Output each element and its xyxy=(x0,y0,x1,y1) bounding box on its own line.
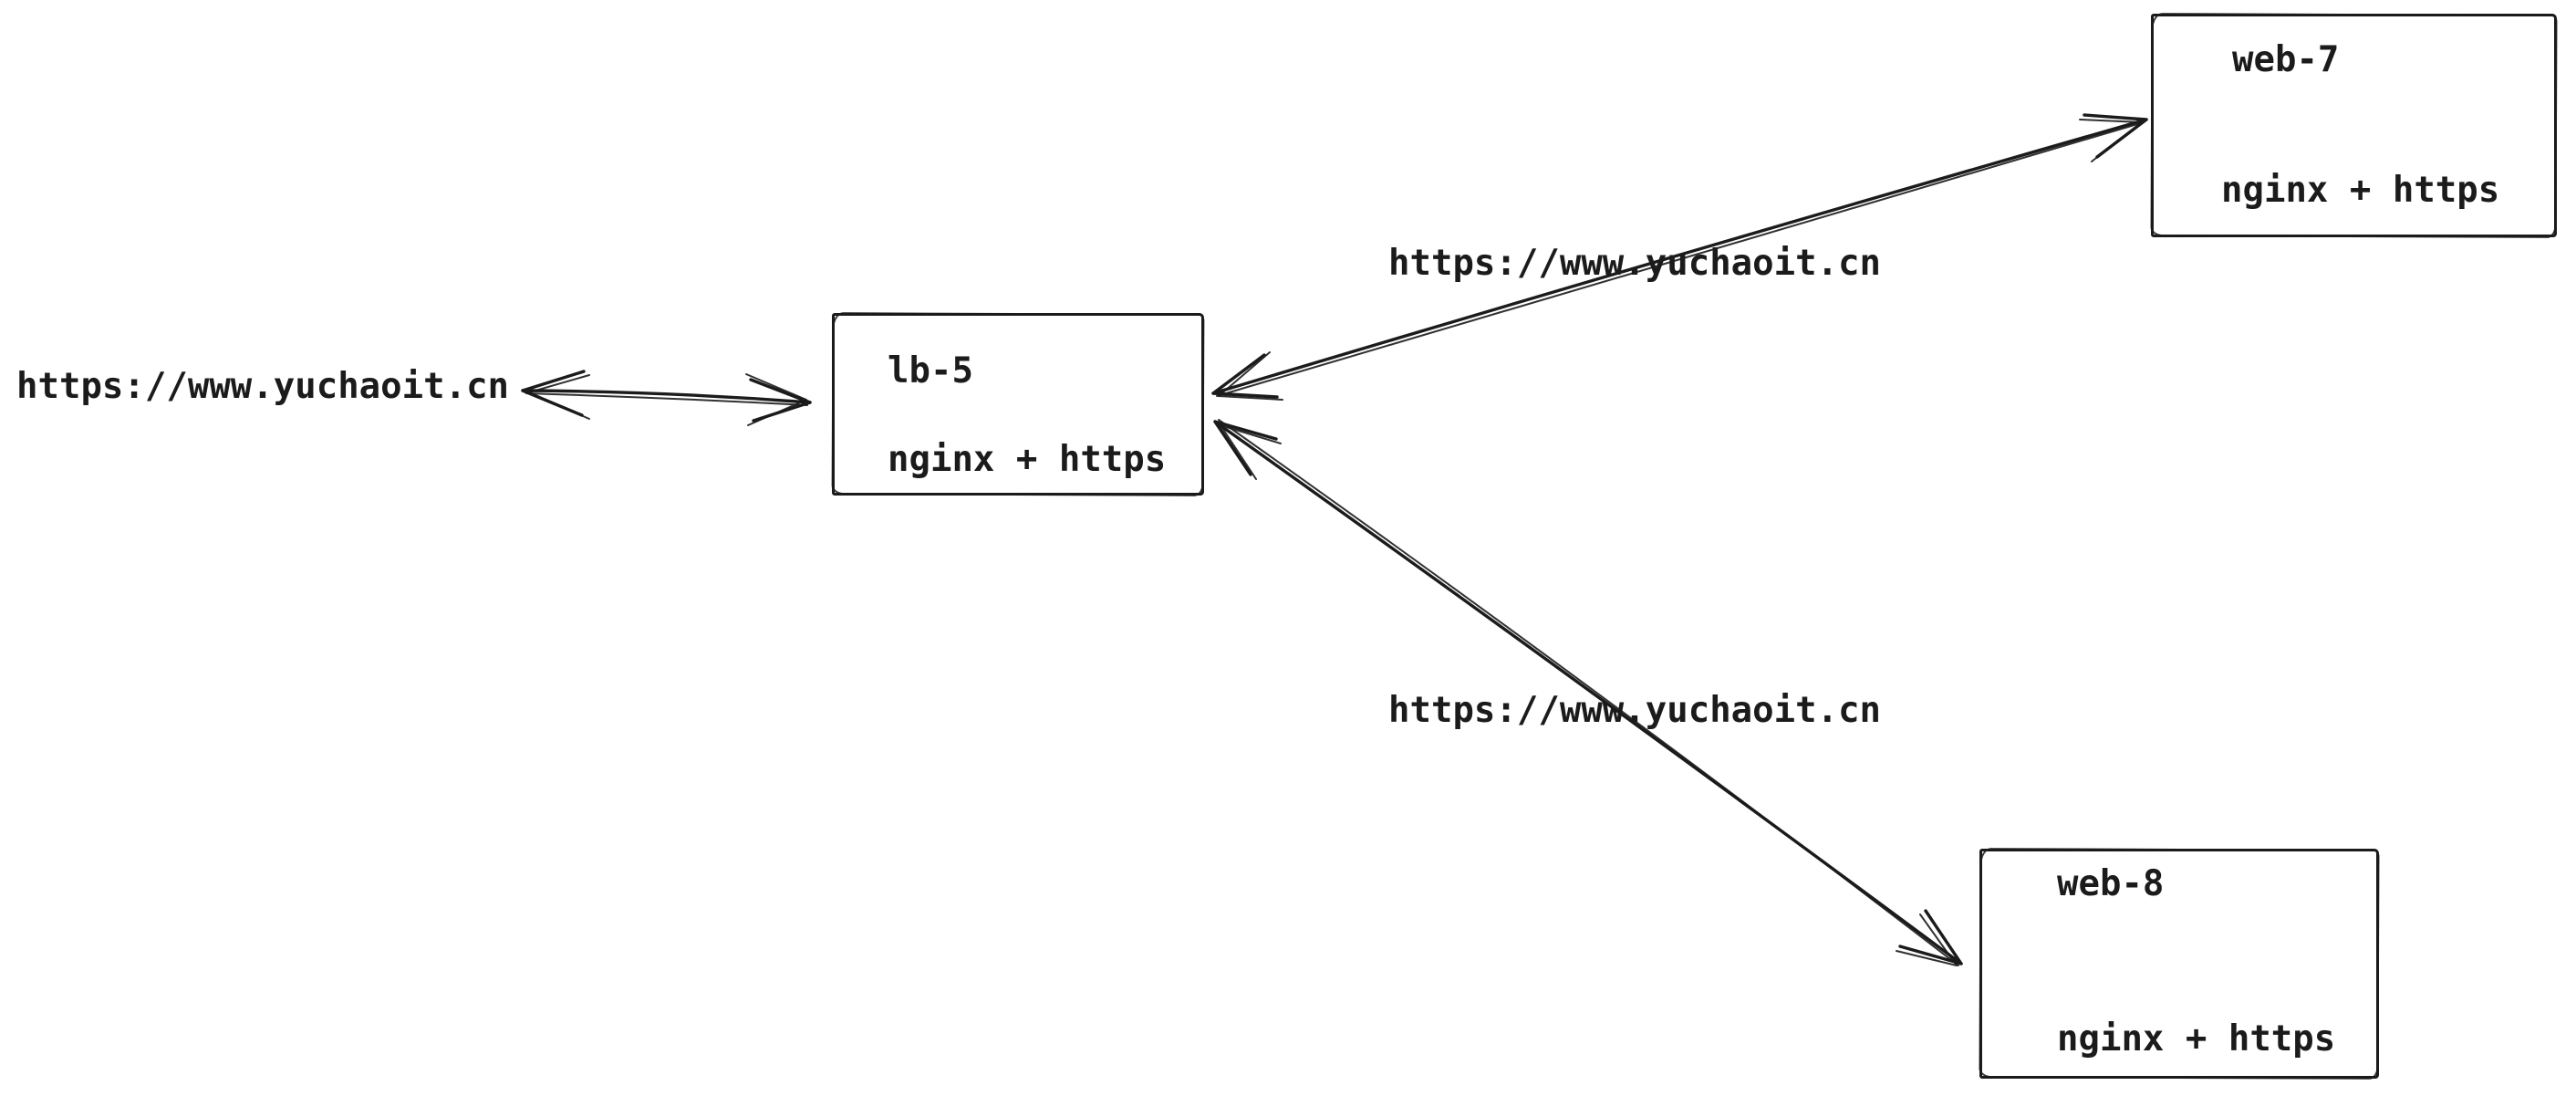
arrowhead-lb5 xyxy=(1211,353,1279,399)
arrowhead-left-sketch xyxy=(528,374,590,420)
arrowhead-web8 xyxy=(1898,909,1963,966)
node-lb5: lb-5 nginx + https xyxy=(832,313,1204,496)
arrowhead-lb5-sketch xyxy=(1220,424,1282,480)
arrowhead-right-sketch xyxy=(745,373,807,426)
node-web7-stack: nginx + https xyxy=(2221,170,2500,211)
arrow-line xyxy=(521,389,812,404)
node-lb5-stack: nginx + https xyxy=(888,439,1167,480)
node-web8-name: web-8 xyxy=(2057,863,2165,904)
arrow-line xyxy=(1211,118,2148,395)
arrow-line xyxy=(1213,420,1963,966)
node-web7-name: web-7 xyxy=(2232,39,2340,80)
arrow-client-lb5 xyxy=(521,370,812,426)
node-web8: web-8 nginx + https xyxy=(1979,849,2379,1079)
arrow-line-sketch xyxy=(1216,121,2145,397)
arrow-line-sketch xyxy=(525,392,808,406)
arrowhead-web8-sketch xyxy=(1896,913,1958,966)
node-web7: web-7 nginx + https xyxy=(2151,14,2557,237)
arrowhead-lb5 xyxy=(1213,420,1278,476)
edge-label-lb5-web7: https://www.yuchaoit.cn xyxy=(1388,243,1882,284)
client-url-text: https://www.yuchaoit.cn xyxy=(16,366,510,407)
arrow-lb5-web8 xyxy=(1213,419,1963,966)
node-lb5-name: lb-5 xyxy=(888,350,973,391)
node-web8-stack: nginx + https xyxy=(2057,1018,2336,1059)
arrowhead-lb5-sketch xyxy=(1218,351,1283,401)
arrow-lb5-web7 xyxy=(1211,113,2148,401)
edge-label-lb5-web8: https://www.yuchaoit.cn xyxy=(1388,690,1882,731)
arrowhead-web7-sketch xyxy=(2079,119,2143,162)
arrow-line-sketch xyxy=(1218,419,1959,966)
